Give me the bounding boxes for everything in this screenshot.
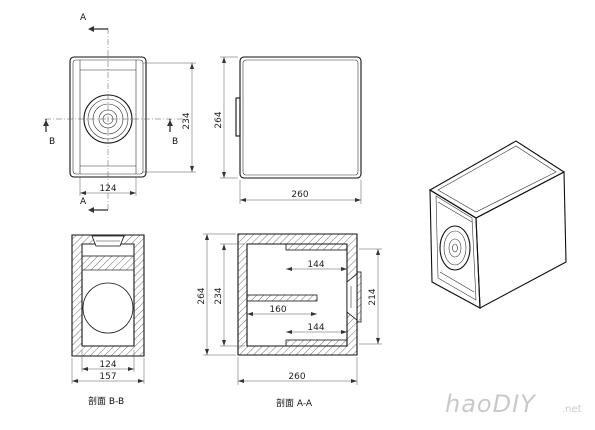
front-dim-height: 234 [143, 62, 196, 173]
section-a-outer-width-value: 260 [288, 372, 305, 382]
section-a-bottom-shelf [285, 339, 348, 347]
watermark: haoDIY .net [445, 390, 582, 418]
section-b-driver-top [91, 235, 125, 247]
side-view: 264 260 [214, 56, 362, 204]
section-a-dim-inner-height: 234 [214, 243, 245, 347]
section-a-dim-bottom-shelf: 144 [286, 323, 347, 334]
watermark-brand: haoDIY [445, 390, 537, 418]
isometric-woofer [439, 225, 471, 271]
section-a-caption: 剖面 A-A [276, 397, 313, 409]
section-a-dim-outer-height: 264 [197, 233, 236, 356]
section-b-outer-value: 157 [99, 372, 116, 382]
section-marker-a-bottom: A [80, 197, 108, 213]
marker-b-left-label: B [49, 137, 55, 147]
front-height-value: 234 [182, 112, 192, 129]
section-a-bottom-shelf-value: 144 [307, 323, 324, 333]
front-view: A A B B 124 [43, 13, 196, 213]
section-a-baffle-height-value: 214 [368, 288, 378, 305]
section-a-driver [346, 271, 362, 323]
section-a-outer-height-value: 264 [197, 287, 207, 304]
isometric-view [428, 140, 567, 309]
section-marker-b-left: B [43, 119, 55, 147]
side-dim-width: 260 [239, 180, 362, 204]
section-a-mid-shelf [246, 294, 318, 302]
section-a-dim-outer-width: 260 [237, 357, 358, 385]
section-a-dim-baffle-height: 214 [359, 248, 382, 345]
front-dim-width: 124 [79, 177, 137, 196]
section-b-view: 124 157 剖面 B-B [71, 234, 145, 407]
section-b-caption: 剖面 B-B [88, 395, 124, 407]
marker-a-bottom-label: A [80, 197, 87, 207]
section-a-dim-mid-shelf: 160 [247, 305, 317, 316]
section-marker-b-right: B [167, 119, 178, 147]
front-width-value: 124 [99, 184, 116, 194]
section-a-top-shelf [285, 243, 348, 251]
section-marker-a-top: A [80, 13, 108, 32]
watermark-suffix: .net [562, 404, 582, 415]
section-a-inner-height-value: 234 [214, 287, 224, 304]
side-height-value: 264 [214, 111, 224, 128]
section-a-top-shelf-value: 144 [307, 260, 324, 270]
section-a-dim-top-shelf: 144 [286, 260, 347, 271]
marker-b-right-label: B [172, 137, 178, 147]
side-dim-height: 264 [214, 56, 238, 179]
section-b-dim-inner: 124 [81, 350, 135, 372]
section-b-inner-value: 124 [99, 360, 116, 370]
section-a-mid-shelf-value: 160 [269, 305, 286, 315]
side-width-value: 260 [291, 190, 308, 200]
section-a-view: 144 160 144 264 [197, 233, 382, 409]
section-b-dim-outer: 157 [71, 358, 145, 384]
marker-a-top-label: A [80, 13, 87, 23]
